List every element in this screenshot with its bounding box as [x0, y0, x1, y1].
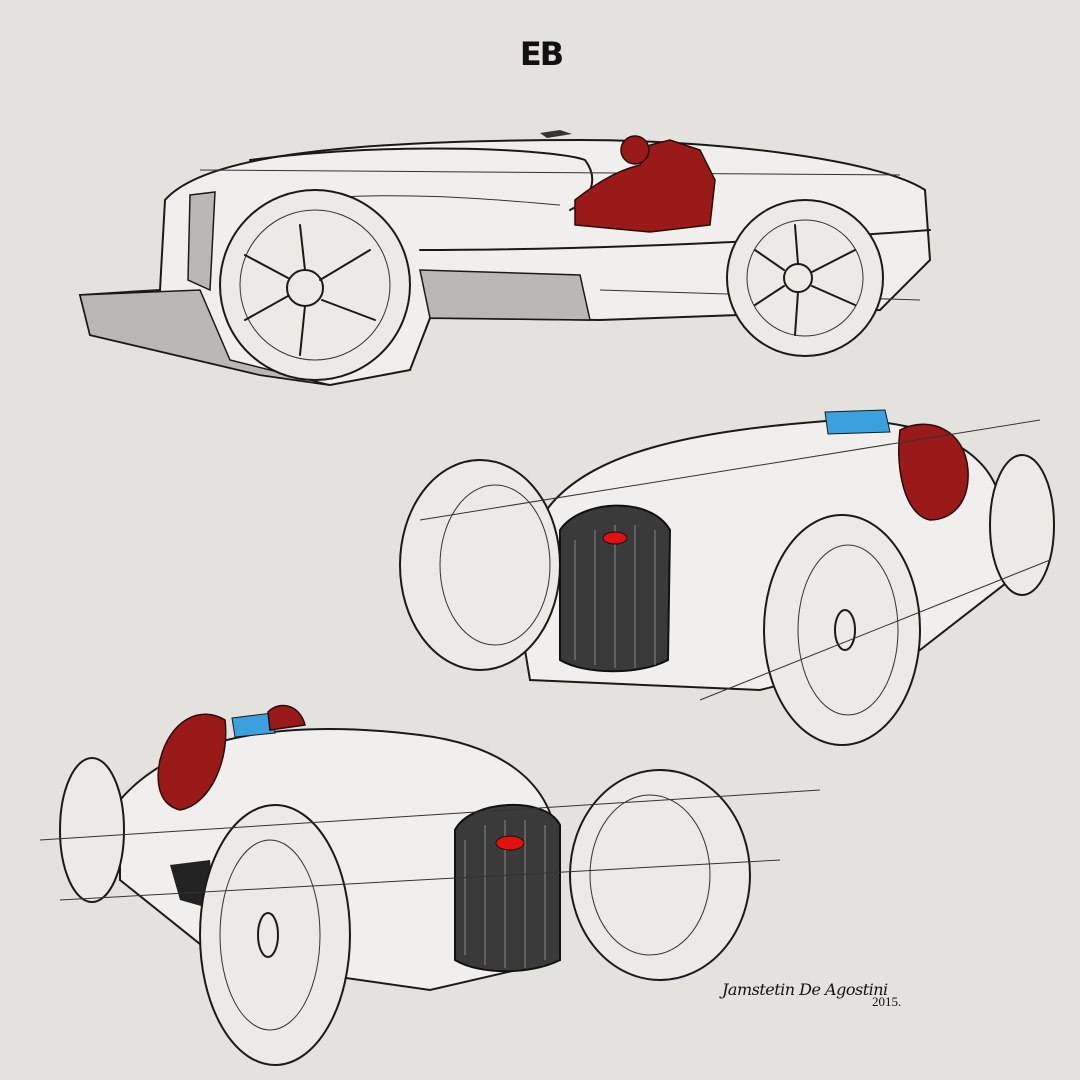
bugatti-logo: EB	[519, 35, 564, 73]
car-sketch-side-view	[78, 130, 932, 387]
artist-signature: Jamstetin De Agostini	[722, 980, 888, 999]
car-sketch-rear-three-quarter	[39, 704, 821, 1066]
signature-year: 2015.	[872, 994, 902, 1009]
car-sketch-front-view	[399, 409, 1055, 746]
